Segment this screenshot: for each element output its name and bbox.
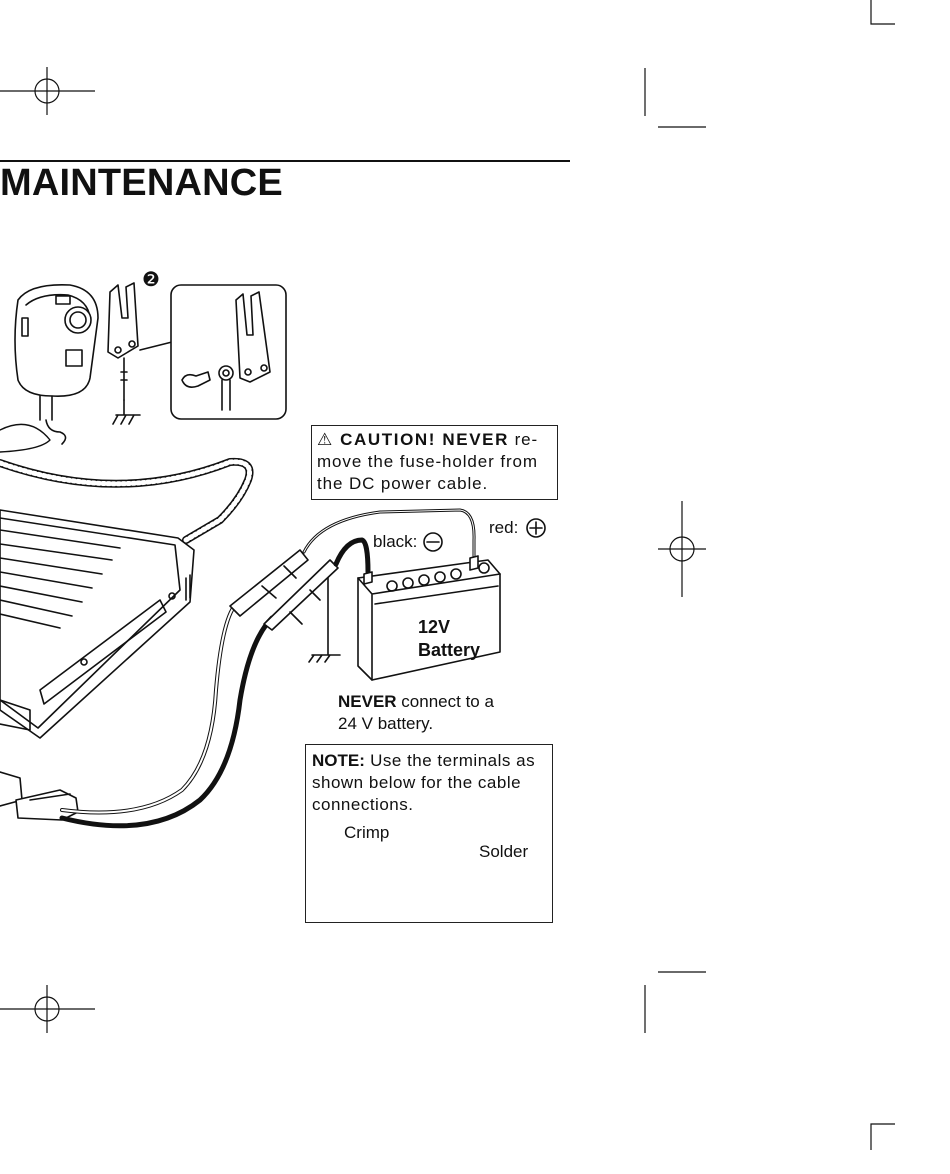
caution-box: ⚠ CAUTION! NEVER re-move the fuse-holder… <box>311 425 558 500</box>
note-text: Use the terminals as shown below for the… <box>312 751 536 814</box>
crop-marks <box>644 0 895 1150</box>
solder-label: Solder <box>479 842 529 861</box>
coiled-cord <box>0 423 254 544</box>
registration-mark-bottom <box>0 985 95 1033</box>
caution-text: re-move the fuse-holder from the DC powe… <box>317 430 539 493</box>
battery-name-label: Battery <box>418 640 481 660</box>
power-connector <box>0 771 79 821</box>
battery-voltage-label: 12V <box>418 617 451 637</box>
black-terminal-label: black: <box>373 532 418 551</box>
registration-mark-right <box>658 501 706 597</box>
microphone <box>14 283 99 445</box>
battery-cell-caps <box>386 562 490 592</box>
section-title: MAINTENANCE <box>0 162 283 204</box>
step-number-badge: ❷ <box>142 269 160 291</box>
battery-voltage-warning: NEVER connect to a 24 V battery. <box>338 691 508 735</box>
plus-symbol-icon <box>526 518 546 538</box>
warning-strong: NEVER <box>338 692 397 711</box>
minus-symbol-icon <box>423 532 443 552</box>
dc-power-cable <box>59 508 476 829</box>
note-box: NOTE: Use the terminals as shown below f… <box>305 744 553 923</box>
registration-mark-top <box>0 67 95 115</box>
note-heading: NOTE: <box>312 751 365 770</box>
bracket-detail-inset <box>170 284 287 420</box>
red-terminal-label: red: <box>489 518 519 537</box>
battery-illustration <box>357 555 501 681</box>
warning-text: connect to a 24 V battery. <box>338 692 494 733</box>
transceiver-body <box>0 509 195 739</box>
crimp-label: Crimp <box>344 823 390 842</box>
mic-hanger-bracket <box>107 282 173 425</box>
caution-heading: ⚠ CAUTION! NEVER <box>317 430 509 449</box>
